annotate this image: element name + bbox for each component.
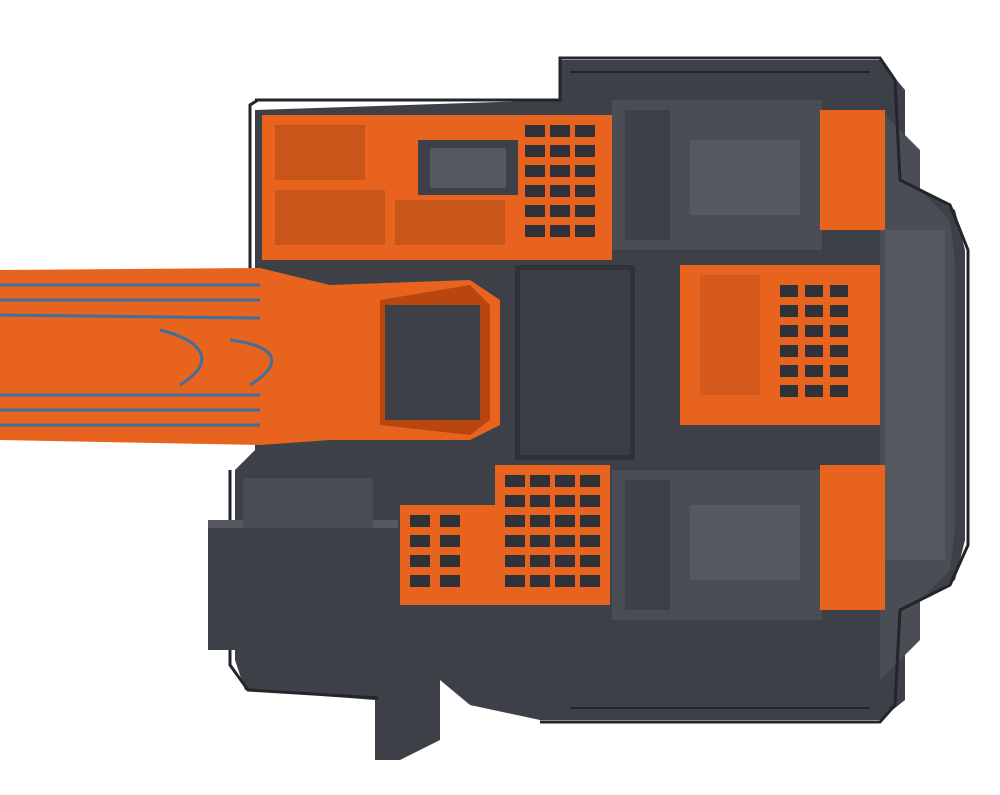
- center-walkway: [515, 265, 635, 460]
- upper-engine-module: [612, 100, 822, 250]
- hydraulic-hoses: [0, 283, 274, 427]
- operator-cab: [208, 478, 398, 650]
- lower-engine-module: [612, 470, 822, 620]
- upper-left-orange-panel: [262, 115, 612, 260]
- railings: [228, 56, 970, 724]
- counterweight: [880, 110, 955, 680]
- boom-foot-pins: [385, 305, 480, 420]
- panel-grid-cells: [410, 125, 848, 587]
